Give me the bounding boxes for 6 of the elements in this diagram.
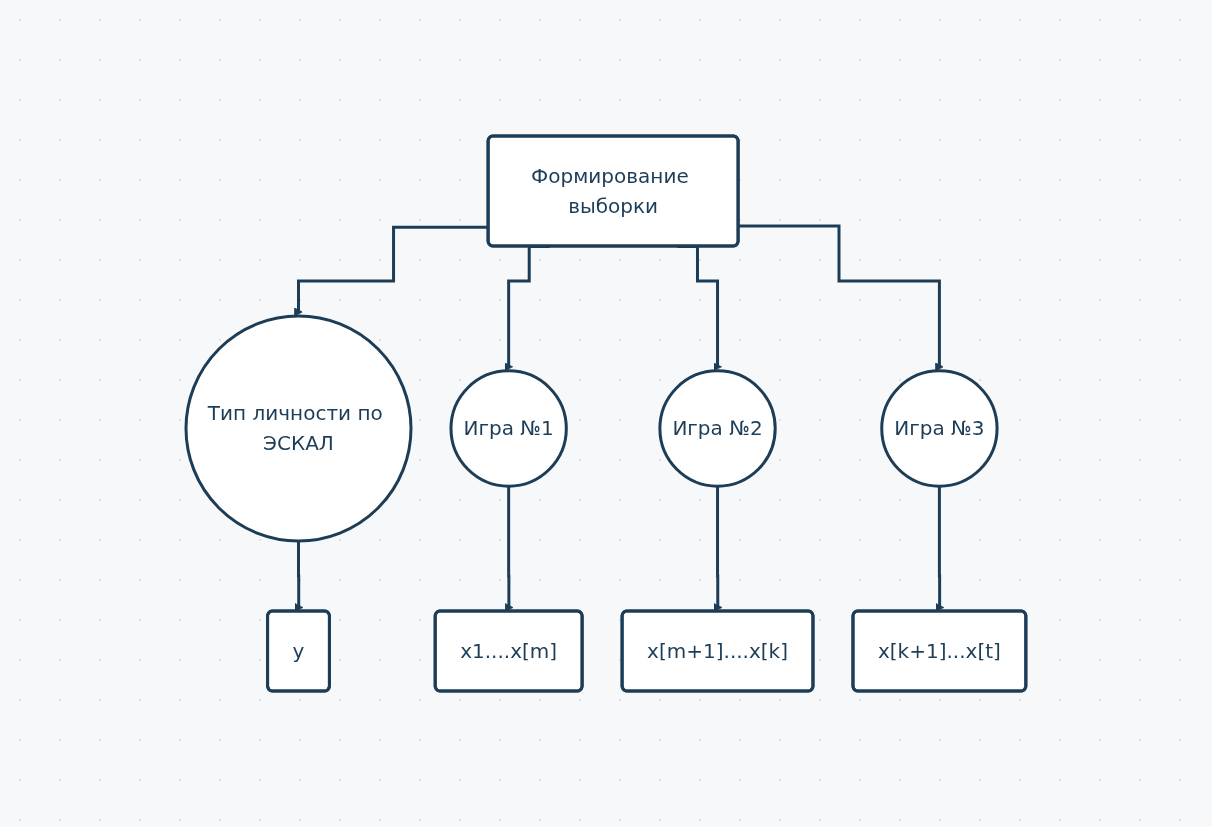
node-circle: Игра №2 bbox=[658, 369, 777, 488]
arrow bbox=[294, 225, 489, 317]
node-circle: Тип личности по ЭСКАЛ bbox=[184, 314, 413, 543]
node-circle: Игра №1 bbox=[449, 369, 568, 488]
node-circle: Игра №3 bbox=[880, 369, 999, 488]
arrow bbox=[738, 224, 944, 372]
